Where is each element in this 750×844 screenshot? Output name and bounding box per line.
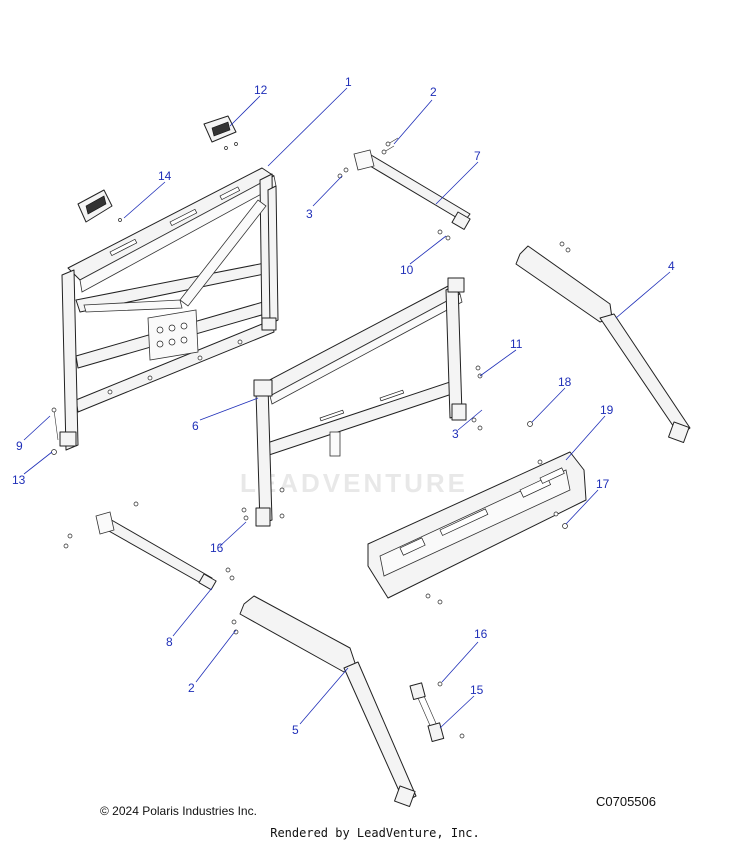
roll-bar-part-6 bbox=[253, 277, 467, 527]
callout-9: 9 bbox=[16, 439, 23, 453]
watermark: LEADVENTURE bbox=[240, 468, 469, 498]
callout-8: 8 bbox=[166, 635, 173, 649]
side-tube-part-4 bbox=[515, 241, 691, 444]
drawing-code: C0705506 bbox=[596, 794, 656, 809]
cab-frame-part-1 bbox=[59, 167, 279, 451]
callout-6: 6 bbox=[192, 419, 199, 433]
handle-part-12 bbox=[203, 115, 238, 150]
callout-12: 12 bbox=[254, 83, 268, 97]
callout-14: 14 bbox=[158, 169, 172, 183]
callout-3b: 3 bbox=[452, 427, 459, 441]
strap-part-15 bbox=[409, 681, 465, 742]
cross-tube-part-7 bbox=[353, 149, 471, 230]
callout-3: 3 bbox=[306, 207, 313, 221]
fasteners-part-11 bbox=[471, 365, 483, 431]
leader-lines bbox=[23, 87, 671, 729]
callout-19: 19 bbox=[600, 403, 614, 417]
callout-7: 7 bbox=[474, 149, 481, 163]
callouts: 1 2 3 7 12 14 10 4 11 18 19 3 6 9 13 17 … bbox=[12, 75, 675, 737]
fasteners-part-16 bbox=[241, 487, 285, 521]
rendered-by-text: Rendered by LeadVenture, Inc. bbox=[270, 826, 480, 840]
callout-11: 11 bbox=[510, 337, 523, 351]
callout-4: 4 bbox=[668, 259, 675, 273]
callout-13: 13 bbox=[12, 473, 26, 487]
callout-17: 17 bbox=[596, 477, 610, 491]
callout-10: 10 bbox=[400, 263, 414, 277]
handle-part-14 bbox=[77, 189, 122, 223]
bolt-part-9 bbox=[51, 407, 59, 441]
side-tube-part-5 bbox=[231, 595, 417, 808]
callout-18: 18 bbox=[558, 375, 572, 389]
callout-16: 16 bbox=[210, 541, 224, 555]
fastener-part-17 bbox=[562, 523, 568, 529]
bolts-top bbox=[337, 137, 451, 241]
rear-panel-part-19 bbox=[367, 451, 587, 605]
callout-15: 15 bbox=[470, 683, 484, 697]
fastener-part-18 bbox=[527, 421, 533, 427]
callout-16b: 16 bbox=[474, 627, 488, 641]
nut-part-13 bbox=[51, 449, 57, 455]
callout-2: 2 bbox=[430, 85, 437, 99]
cross-tube-part-8 bbox=[63, 501, 235, 591]
callout-2b: 2 bbox=[188, 681, 195, 695]
copyright-text: © 2024 Polaris Industries Inc. bbox=[100, 804, 257, 818]
callout-5: 5 bbox=[292, 723, 299, 737]
callout-1: 1 bbox=[345, 75, 352, 89]
